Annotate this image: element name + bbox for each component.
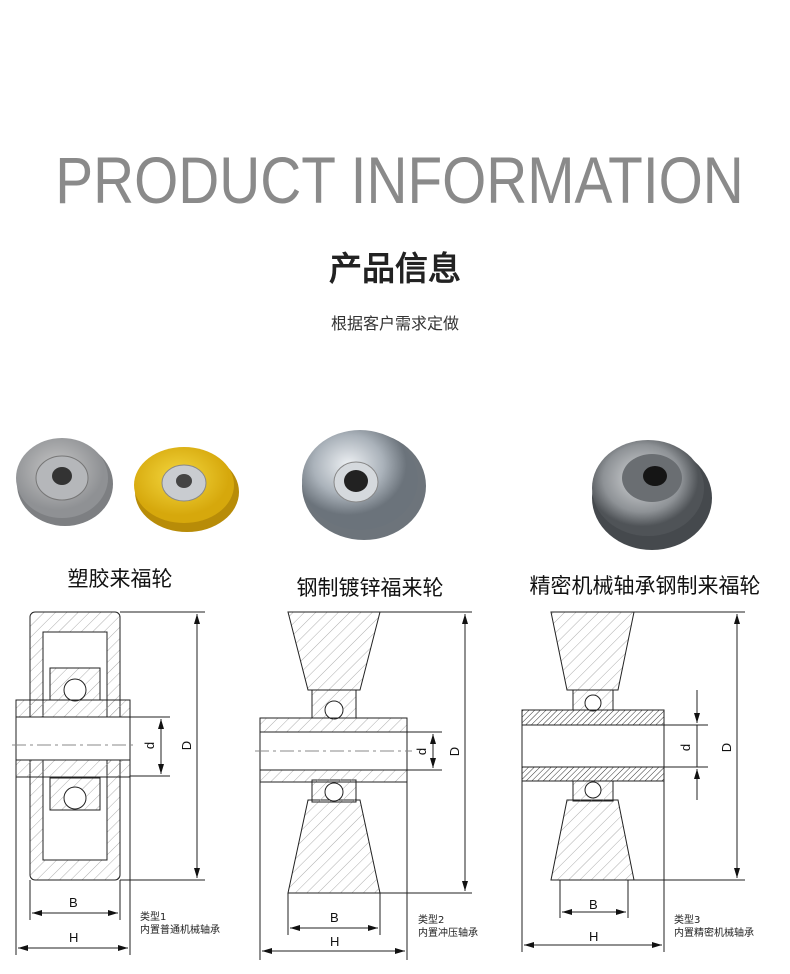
dim-d-2: d: [414, 747, 430, 756]
product-label-3: 精密机械轴承钢制来福轮: [529, 574, 761, 598]
subtitle: 根据客户需求定做: [330, 314, 459, 333]
dim-H-2: H: [330, 934, 340, 949]
dim-B-2: B: [330, 910, 339, 925]
dim-B-1: B: [69, 895, 78, 910]
product-label-1: 塑胶来福轮: [67, 567, 173, 591]
drawing-type-2: [255, 611, 472, 960]
type-name-3: 类型3: [674, 915, 701, 926]
type-desc-2: 内置冲压轴承: [418, 928, 478, 939]
dim-d-3: d: [678, 743, 694, 752]
drawing-type-3: [521, 611, 745, 952]
dim-D-2: D: [447, 746, 463, 757]
type-note-1: 类型1 内置普通机械轴承: [140, 911, 220, 937]
type-note-2: 类型2 内置冲压轴承: [418, 914, 478, 940]
type-desc-3: 内置精密机械轴承: [674, 928, 754, 939]
drawing-type-1: [12, 611, 205, 955]
type-name-2: 类型2: [418, 915, 445, 926]
dim-d-1: d: [142, 741, 158, 750]
photo-plastic-wheels: [16, 438, 239, 532]
dim-D-3: D: [719, 742, 735, 753]
dim-B-3: B: [589, 897, 598, 912]
product-label-2: 钢制镀锌福来轮: [296, 576, 444, 600]
photo-galvanized-wheel: [302, 430, 426, 540]
type-desc-1: 内置普通机械轴承: [140, 925, 220, 936]
dim-H-1: H: [69, 930, 79, 945]
dim-D-1: D: [179, 740, 195, 751]
chinese-title: 产品信息: [329, 249, 461, 288]
type-name-1: 类型1: [140, 912, 167, 923]
photo-steel-wheel: [592, 440, 712, 550]
type-note-3: 类型3 内置精密机械轴承: [674, 914, 754, 940]
english-title: PRODUCT INFORMATION: [55, 143, 744, 217]
dim-H-3: H: [589, 929, 599, 944]
